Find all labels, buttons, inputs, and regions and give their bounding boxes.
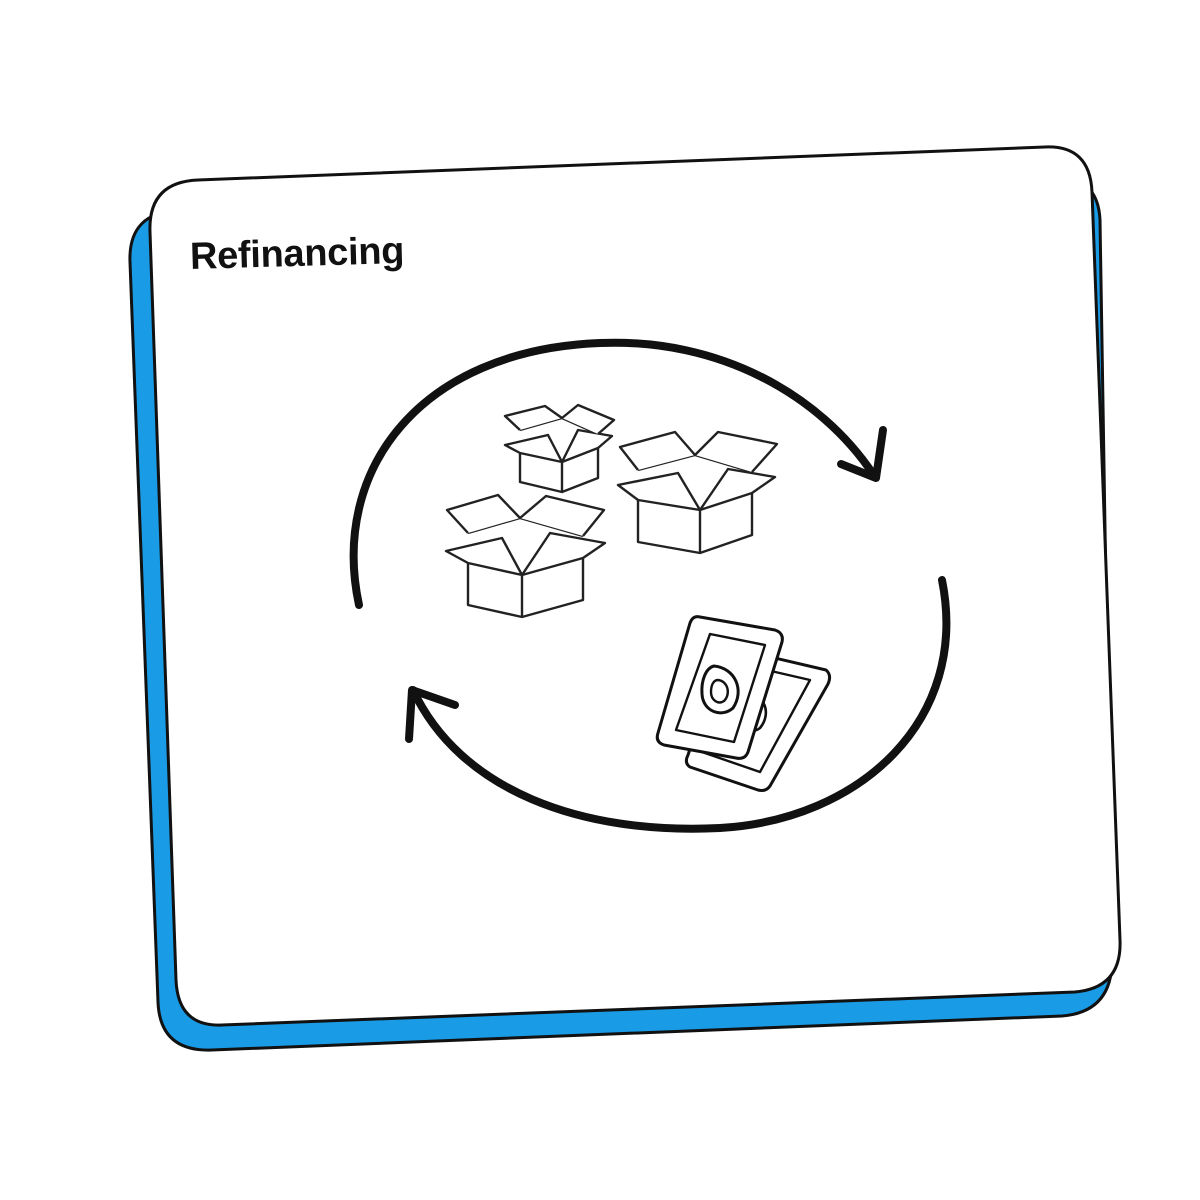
cycle-arrow-bottom-icon	[405, 576, 951, 833]
card-face	[148, 145, 1122, 1027]
card-title: Refinancing	[189, 230, 405, 278]
box-icon	[616, 430, 779, 555]
box-icon	[503, 403, 616, 494]
banknote-icon	[655, 615, 832, 792]
box-icon	[444, 493, 607, 619]
cycle-arrow-top-icon	[349, 338, 887, 609]
boxes-group	[444, 403, 779, 619]
